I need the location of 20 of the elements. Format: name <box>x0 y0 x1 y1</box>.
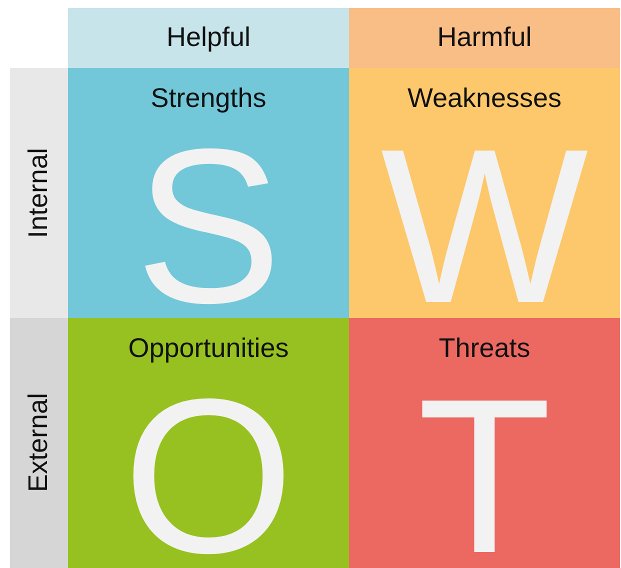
row-label: Internal <box>24 148 54 238</box>
column-header <box>68 8 349 68</box>
big-letter: W <box>380 116 588 336</box>
row-header <box>10 68 68 318</box>
quadrant-title: Strengths <box>150 84 266 114</box>
row-label: External <box>24 393 54 493</box>
quadrant-title: Opportunities <box>128 334 289 364</box>
column-label: Helpful <box>166 23 251 53</box>
quadrant-box <box>68 68 349 318</box>
quadrant-box <box>349 68 620 318</box>
quadrant-box <box>68 318 349 568</box>
column-header <box>349 8 620 68</box>
big-letter: S <box>135 116 282 336</box>
column-label: Harmful <box>437 23 532 53</box>
quadrant-title: Weaknesses <box>407 84 562 114</box>
row-header <box>10 318 68 568</box>
big-letter: O <box>122 366 294 568</box>
big-letter: T <box>417 366 552 568</box>
quadrant-title: Threats <box>438 334 530 364</box>
quadrant-box <box>349 318 620 568</box>
